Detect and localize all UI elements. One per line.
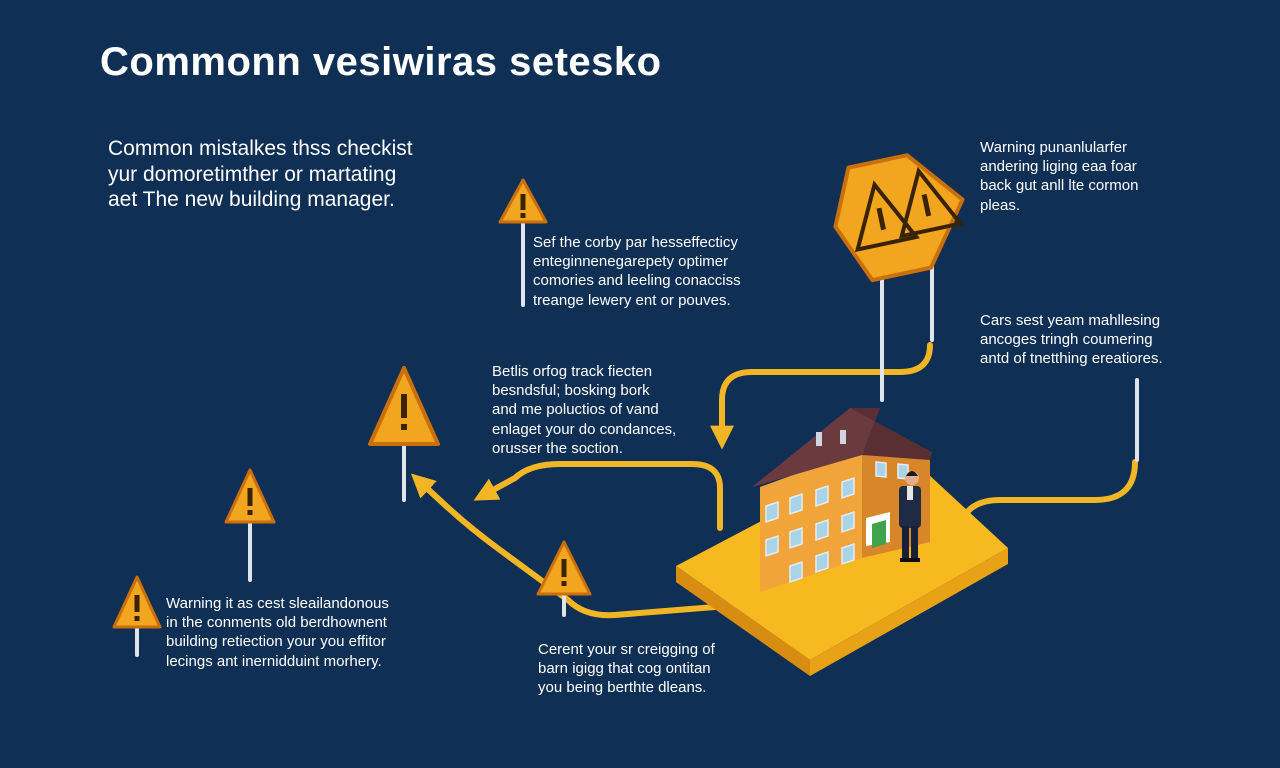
callout-line: lecings ant inernidduint morhery. xyxy=(166,652,382,670)
callout-mid-right: Cars sest yeam mahllesing ancoges tringh… xyxy=(980,311,1163,369)
callout-line: antd of tnetthing ereatiores. xyxy=(980,350,1163,368)
callout-line: besndsful; bosking bork xyxy=(492,382,650,400)
path-lower-loop xyxy=(410,473,743,619)
intro-line: Common mistalkes thss checkist xyxy=(108,137,413,160)
warning-sign-icon xyxy=(498,178,548,224)
warning-sign-icon xyxy=(112,575,162,629)
building-manager-figure xyxy=(899,471,921,562)
page-title: Commonn vesiwiras setesko xyxy=(100,40,662,84)
callout-line: barn igigg that cog ontitan xyxy=(538,660,711,678)
callout-line: treange lewery ent or pouves. xyxy=(533,291,731,309)
callout-line: Warning punanlularfer xyxy=(980,139,1128,156)
path-right-to-platform xyxy=(962,459,1138,518)
callout-line: orusser the soction. xyxy=(492,439,623,457)
callout-line: ancoges tringh coumering xyxy=(980,331,1153,349)
callout-line: back gut anll lte cormon xyxy=(980,177,1139,195)
callout-line: comories and leeling conacciss xyxy=(533,272,741,290)
callout-top-right: Warning punanlularfer andering liging ea… xyxy=(980,138,1138,215)
callout-line: enteginnenegarepety optimer xyxy=(533,253,729,271)
callout-line: pleas. xyxy=(980,196,1021,214)
callout-line: andering liging eaa foar xyxy=(980,158,1137,176)
callout-line: you being berthte dleans. xyxy=(538,679,707,697)
callout-line: Sef the corby par hesseffecticy xyxy=(533,234,738,251)
callout-line: enlaget your do condances, xyxy=(492,420,677,438)
connector-paths xyxy=(410,342,1138,619)
warning-sign-icon xyxy=(224,468,276,524)
path-center-loop xyxy=(473,461,723,531)
callout-bottom-left: Warning it as cest sleailandonous in the… xyxy=(166,594,389,671)
warning-sign-icon xyxy=(536,540,592,596)
callout-line: Warning it as cest sleailandonous xyxy=(166,595,389,612)
callout-line: in the conments old berdhownent xyxy=(166,614,387,632)
callout-line: and me poluctios of vand xyxy=(492,401,659,419)
path-top-sign-to-house xyxy=(710,342,933,450)
warning-sign-icon xyxy=(833,153,965,283)
callout-center: Betlis orfog track fiecten besndsful; bo… xyxy=(492,362,676,458)
intro-line: yur domoretimther or martating xyxy=(108,162,397,186)
callout-top-center: Sef the corby par hesseffecticy enteginn… xyxy=(533,233,741,310)
callout-bottom-center: Cerent your sr creigging of barn igigg t… xyxy=(538,640,715,698)
callout-line: Betlis orfog track fiecten xyxy=(492,363,653,380)
callout-line: building retiection your you effitor xyxy=(166,633,386,651)
callout-line: Cars sest yeam mahllesing xyxy=(980,312,1161,329)
warning-sign-icon xyxy=(368,366,440,446)
intro-text: Common mistalkes thss checkist yur domor… xyxy=(108,136,413,213)
intro-line: aet The new building manager. xyxy=(108,188,395,212)
callout-line: Cerent your sr creigging of xyxy=(538,641,715,658)
